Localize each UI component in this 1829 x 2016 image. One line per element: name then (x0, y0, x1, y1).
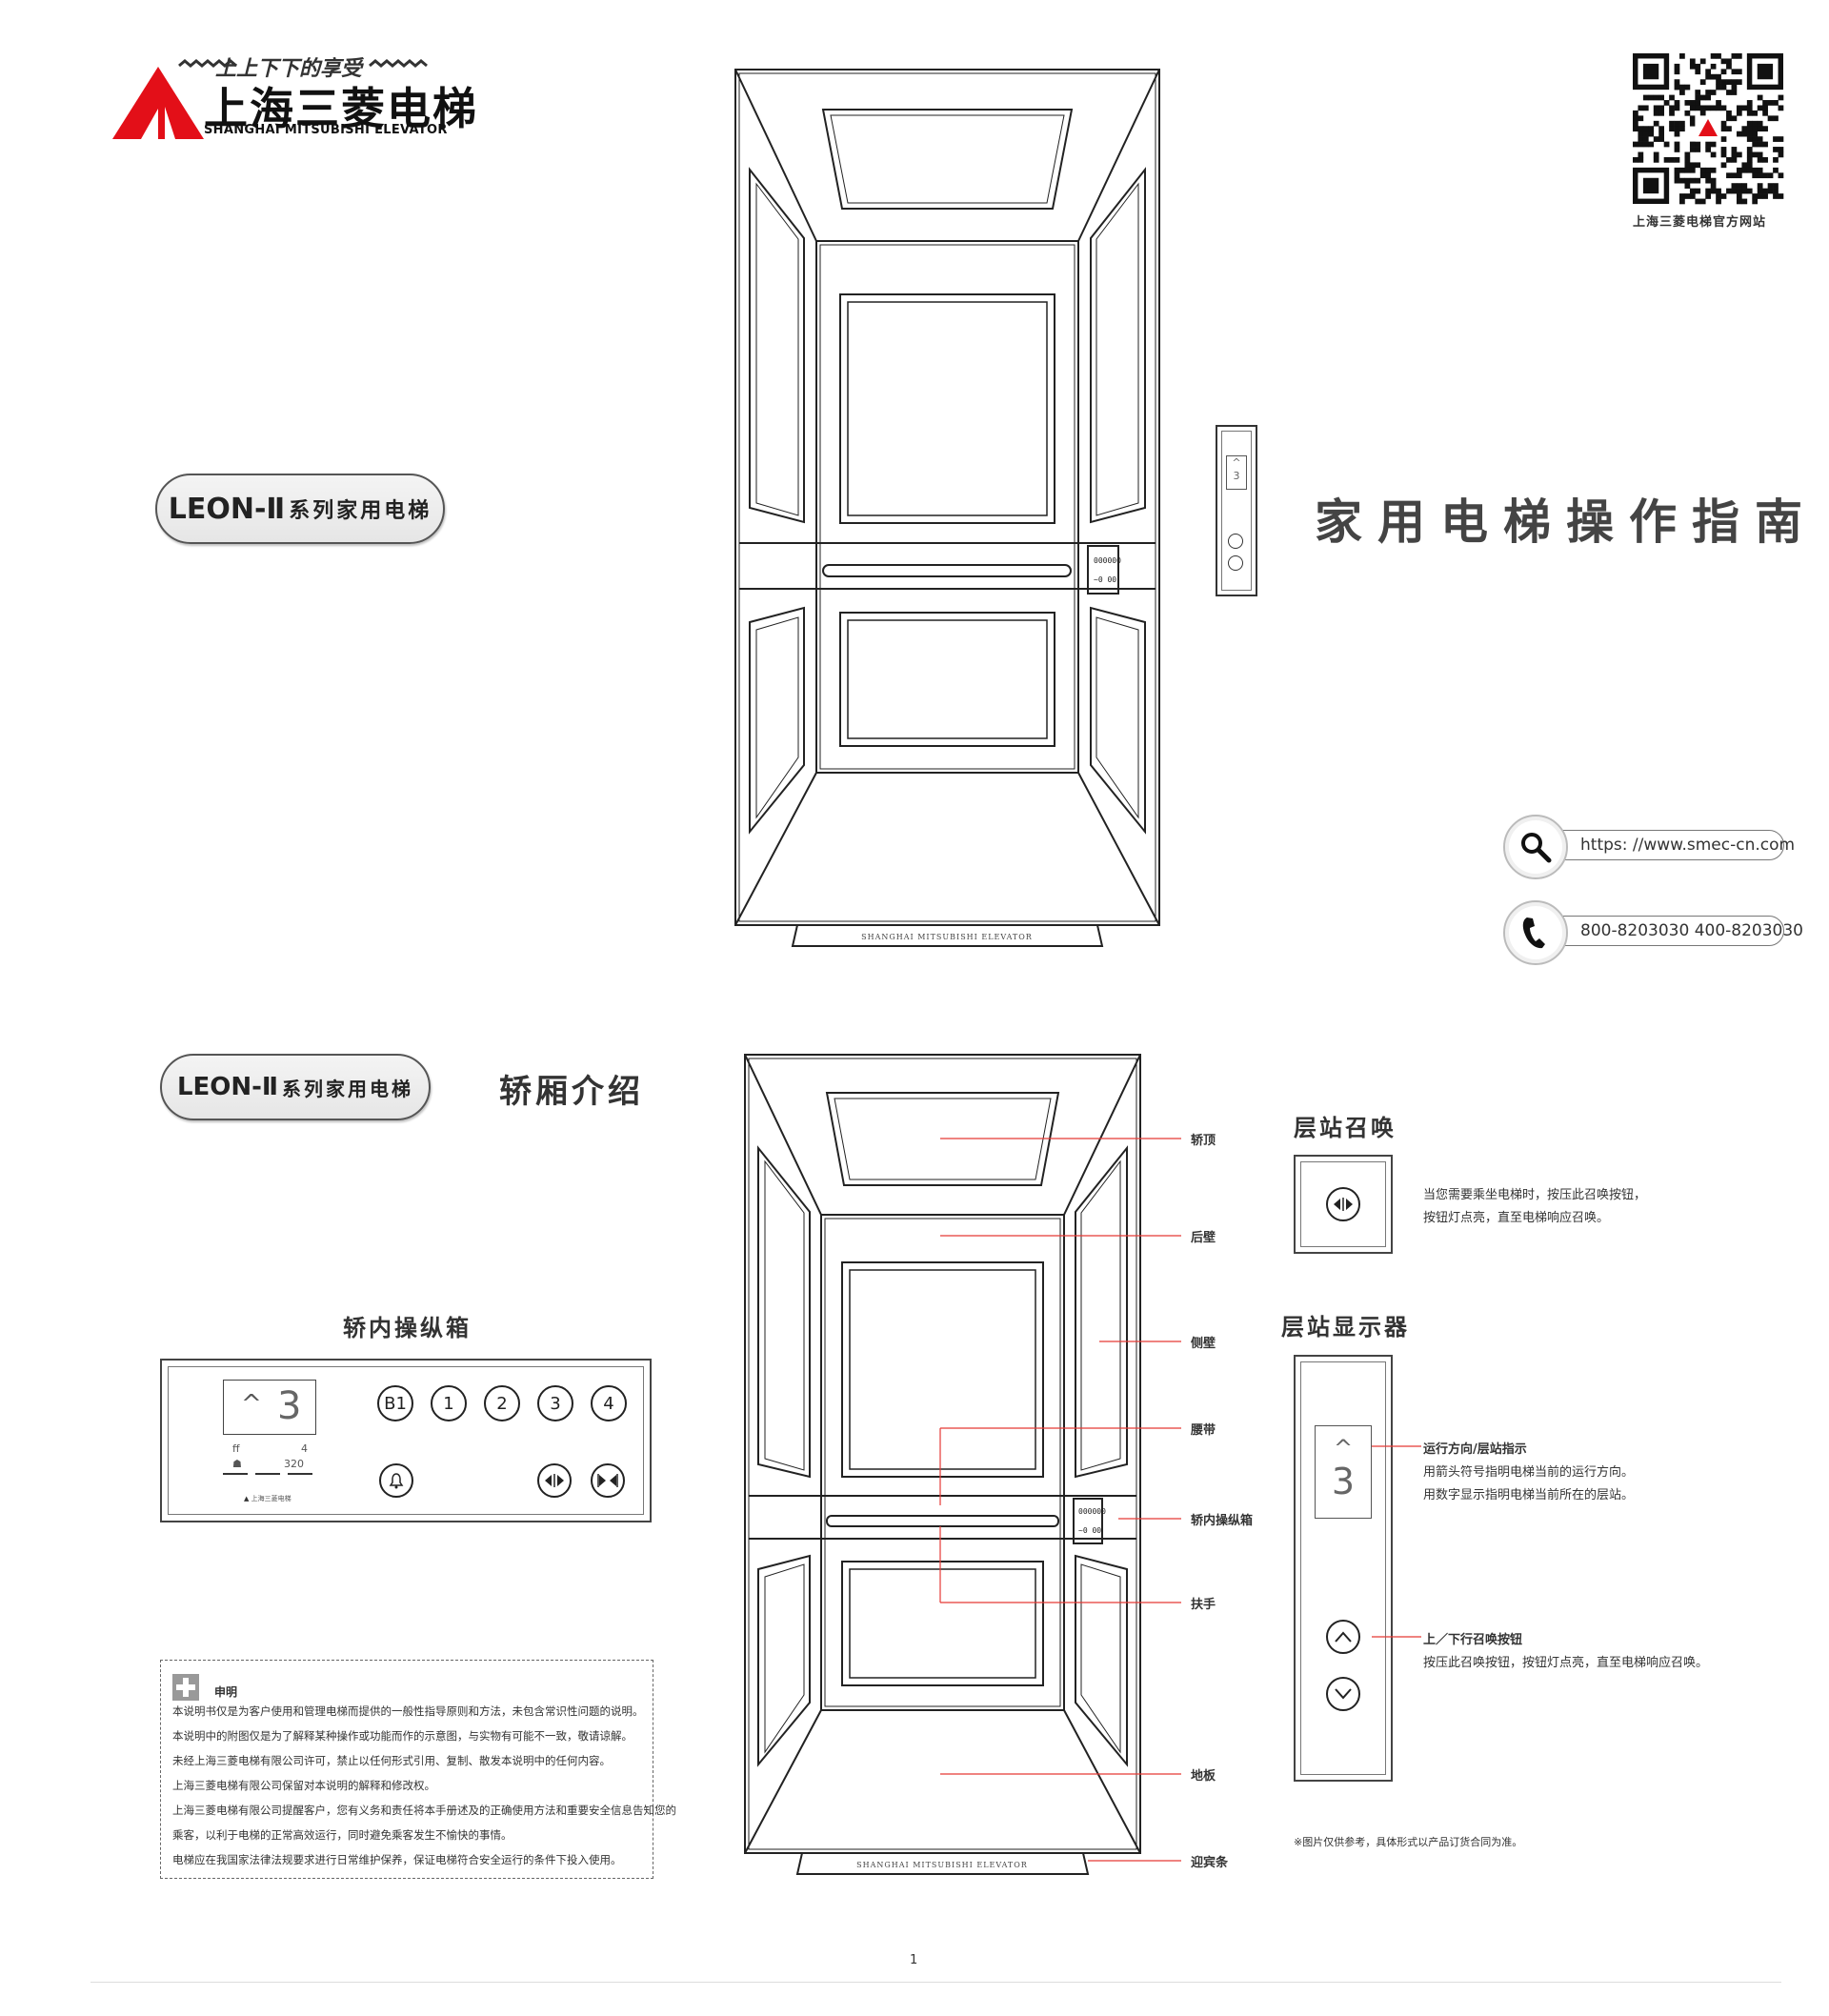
hall-display-callout-lines (1372, 1445, 1421, 1638)
cover-hall-display-screen: ^ 3 (1226, 455, 1247, 490)
floor-button-3[interactable]: 3 (537, 1385, 573, 1421)
floor-button-1[interactable]: 1 (431, 1385, 467, 1421)
hall-display-title: 层站显示器 (1281, 1314, 1410, 1341)
series-pill-cover: LEON-Ⅱ 系列家用电梯 (155, 474, 445, 544)
hall-down-call-icon[interactable] (1326, 1677, 1360, 1711)
cover-threshold-text: SHANGHAI MITSUBISHI ELEVATOR (861, 933, 1033, 941)
cop-title: 轿内操纵箱 (343, 1315, 472, 1341)
hall-display-screen: ^ 3 (1315, 1425, 1372, 1519)
callout-label: 轿顶 (1191, 1134, 1216, 1148)
disclaimer-line: 上海三菱电梯有限公司保留对本说明的解释和修改权。 (172, 1779, 435, 1792)
main-title: 家用电梯操作指南 (1315, 494, 1818, 550)
logo-mark-icon (112, 67, 204, 139)
website-url[interactable]: https: //www.smec-cn.com (1580, 836, 1796, 855)
hall-display-label-1: 运行方向/层站指示 (1423, 1442, 1527, 1457)
cover-up-arrow-icon: ^ (1232, 456, 1241, 469)
hall-display-desc-2: 上／下行召唤按钮 按压此召唤按钮，按钮灯点亮，直至电梯响应召唤。 (1423, 1633, 1709, 1670)
elevator-car-illustration-cover: 000000 ~0 00 SHANGHAI MITSUBISHI ELEVATO… (734, 69, 1160, 947)
intro-series-name-cn: 系列家用电梯 (282, 1077, 414, 1100)
disclaimer-box: 申明 本说明书仅是为客户使用和管理电梯而提供的一般性指导原则和方法，未包含常识性… (160, 1660, 676, 1879)
logo-slogan-deco-left (178, 59, 237, 68)
qr-logo-icon (1698, 119, 1718, 136)
elevator-car-illustration-intro: 000000 ~0 00 SHANGHAI MITSUBISHI ELEVATO… (744, 1054, 1181, 1875)
hall-display-desc-1: 运行方向/层站指示 用箭头符号指明电梯当前的运行方向。 用数字显示指明电梯当前所… (1423, 1442, 1635, 1502)
disclaimer-line: 未经上海三菱电梯有限公司许可，禁止以任何形式引用、复制、散发本说明中的任何内容。 (172, 1754, 611, 1767)
disclaimer-line: 上海三菱电梯有限公司提醒客户，您有义务和责任将本手册述及的正确使用方法和重要安全… (172, 1804, 676, 1817)
door-open-icon[interactable] (537, 1463, 572, 1498)
cop-mini-brand: ▲ 上海三菱电梯 (244, 1495, 291, 1502)
cover-up-call-icon[interactable] (1228, 534, 1243, 549)
cop-up-arrow-icon: ^ (241, 1390, 262, 1419)
disclaimer-line: 电梯应在我国家法律法规要求进行日常维护保养，保证电梯符合安全运行的条件下投入使用… (172, 1853, 622, 1866)
cover-hall-display: ^ 3 (1216, 425, 1257, 596)
callout-label: 腰带 (1191, 1423, 1216, 1438)
logo-name-en: SHANGHAI MITSUBISHI ELEVATOR (204, 123, 448, 137)
callout-label: 后壁 (1191, 1231, 1216, 1245)
search-icon (1503, 815, 1568, 879)
floor-button-b1[interactable]: B1 (377, 1385, 413, 1421)
callout-label: 迎宾条 (1191, 1856, 1229, 1870)
phone-numbers[interactable]: 800-8203030 400-8203030 (1580, 921, 1803, 940)
cop-weight-icon: ☗ (232, 1458, 242, 1470)
hall-call-panel (1294, 1155, 1393, 1254)
logo-slogan: 上上下下的享受 (215, 57, 363, 81)
footer-divider (90, 1982, 1781, 1983)
cop-capacity-persons: 4 (301, 1442, 308, 1455)
intro-threshold-text: SHANGHAI MITSUBISHI ELEVATOR (856, 1861, 1028, 1869)
logo-slogan-deco-right (369, 59, 428, 68)
hall-display-up-arrow-icon: ^ (1333, 1435, 1354, 1462)
cover-down-call-icon[interactable] (1228, 555, 1243, 571)
floor-button-4[interactable]: 4 (591, 1385, 627, 1421)
phone-field[interactable]: 800-8203030 400-8203030 (1541, 916, 1803, 946)
hall-display-panel: ^ 3 (1294, 1355, 1393, 1782)
cover-cop-extra: ~0 00 (1094, 575, 1116, 584)
bell-icon[interactable] (379, 1463, 413, 1498)
cop-display: ^ 3 (223, 1380, 316, 1435)
hall-up-call-icon[interactable] (1326, 1620, 1360, 1654)
cover-cop-buttons: 000000 (1094, 556, 1121, 565)
cop-persons-icon: ff (232, 1442, 240, 1455)
phone-icon (1503, 900, 1568, 965)
disclaimer-lines: 本说明书仅是为客户使用和管理电梯而提供的一般性指导原则和方法，未包含常识性问题的… (172, 1699, 676, 1872)
callout-label: 轿内操纵箱 (1191, 1514, 1254, 1528)
cop-display-floor: 3 (277, 1384, 302, 1428)
series-name-cn: 系列家用电梯 (289, 499, 432, 523)
callout-label: 侧壁 (1191, 1337, 1216, 1351)
hall-call-desc: 当您需要乘坐电梯时，按压此召唤按钮， 按钮灯点亮，直至电梯响应召唤。 (1423, 1188, 1647, 1225)
intro-cop-extra: ~0 00 (1078, 1526, 1101, 1535)
intro-title: 轿厢介绍 (499, 1073, 644, 1111)
logo-name-cn: 上海三菱电梯 (204, 83, 478, 134)
hall-display-label-2: 上／下行召唤按钮 (1423, 1633, 1523, 1647)
disclaimer-line: 本说明中的附图仅是为了解释某种操作或功能而作的示意图，与实物有可能不一致，敬请谅… (172, 1729, 633, 1743)
page-number: 1 (910, 1953, 918, 1967)
intro-cop-buttons: 000000 (1078, 1507, 1106, 1516)
floor-button-2[interactable]: 2 (484, 1385, 520, 1421)
hall-call-title: 层站召唤 (1294, 1115, 1397, 1141)
disclaimer-line: 乘客，以利于电梯的正常高效运行，同时避免乘客发生不愉快的事情。 (172, 1828, 513, 1842)
hall-call-button-icon[interactable] (1326, 1187, 1360, 1221)
disclaimer-title: 申明 (214, 1685, 238, 1699)
cop-capacity-kg: 320 (284, 1458, 304, 1470)
hall-display-floor: 3 (1331, 1461, 1356, 1502)
website-field[interactable]: https: //www.smec-cn.com (1541, 830, 1795, 860)
callout-label: 扶手 (1191, 1598, 1216, 1612)
disclaimer-line: 本说明书仅是为客户使用和管理电梯而提供的一般性指导原则和方法，未包含常识性问题的… (172, 1704, 644, 1718)
qr-code-image (1632, 52, 1784, 205)
cover-hall-display-floor: 3 (1233, 470, 1240, 482)
callout-label: 地板 (1191, 1769, 1216, 1784)
qr-code (1632, 52, 1784, 205)
note: ※图片仅供参考，具体形式以产品订货合同为准。 (1294, 1836, 1523, 1848)
cop-capacity: ff 4 ☗ 320 (223, 1442, 328, 1481)
brand-logo: 上上下下的享受 上海三菱电梯 SHANGHAI MITSUBISHI ELEVA… (112, 55, 476, 141)
qr-caption: 上海三菱电梯官方网站 (1633, 215, 1767, 230)
series-name-en: LEON-Ⅱ (168, 492, 286, 526)
intro-series-name-en: LEON-Ⅱ (176, 1073, 279, 1101)
series-pill-intro: LEON-Ⅱ 系列家用电梯 (160, 1054, 431, 1120)
door-close-icon[interactable] (591, 1463, 625, 1498)
info-icon (172, 1674, 199, 1701)
